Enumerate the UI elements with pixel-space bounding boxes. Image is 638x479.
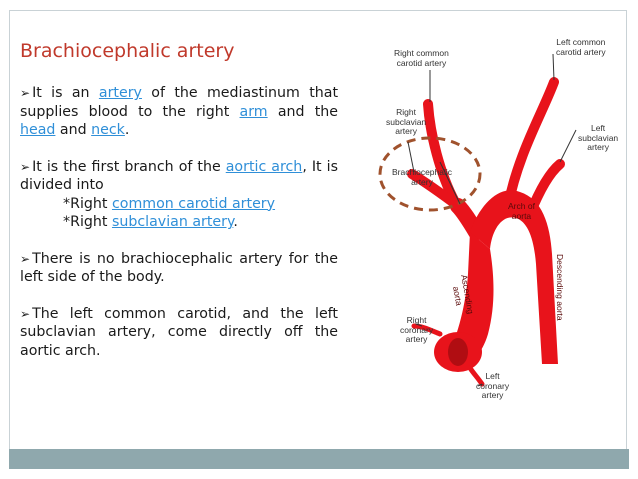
- left-common-carotid-vessel: [503, 77, 559, 211]
- aortic-arch-vessel: [470, 190, 558, 364]
- arrow-bullet-icon: ➢: [20, 251, 31, 266]
- link-aortic-arch[interactable]: aortic arch: [225, 158, 303, 175]
- leader-lines: [407, 53, 577, 387]
- ascending-aorta-vessel: [448, 232, 494, 364]
- sub-item-common-carotid: *Right common carotid artery: [63, 195, 276, 212]
- bullet-paragraph-1: ➢It is an artery of the mediastinum that…: [20, 85, 339, 138]
- slide-title: Brachiocephalic artery: [20, 40, 235, 62]
- arrow-bullet-icon: ➢: [20, 159, 31, 174]
- footer-band: [9, 449, 629, 469]
- left-coronary-vessel: [467, 365, 485, 387]
- aortic-root-opening: [448, 338, 468, 366]
- link-subclavian-artery[interactable]: subclavian artery: [111, 214, 234, 230]
- aorta-illustration: [378, 53, 577, 387]
- label-descending-aorta: Descending aorta: [555, 254, 565, 321]
- right-coronary-vessel: [411, 323, 443, 337]
- arrow-bullet-icon: ➢: [20, 86, 31, 100]
- brachiocephalic-highlight-ring: [378, 136, 482, 212]
- right-common-carotid-vessel: [423, 99, 460, 207]
- link-artery[interactable]: artery: [98, 85, 142, 101]
- link-arm[interactable]: arm: [239, 103, 268, 120]
- arrow-bullet-icon: ➢: [20, 306, 31, 321]
- bullet-paragraph-3: ➢There is no brachiocephalic artery for …: [20, 250, 338, 286]
- sub-item-subclavian: *Right subclavian artery.: [63, 214, 238, 230]
- bullet-paragraph-4: ➢The left common carotid, and the left s…: [20, 305, 338, 359]
- bullet-paragraph-2: ➢It is the first branch of the aortic ar…: [20, 158, 338, 194]
- link-common-carotid-artery[interactable]: common carotid artery: [111, 195, 276, 212]
- link-head[interactable]: head: [20, 122, 56, 138]
- link-neck[interactable]: neck: [91, 122, 125, 138]
- body-text: ➢It is an artery of the mediastinum that…: [20, 84, 338, 378]
